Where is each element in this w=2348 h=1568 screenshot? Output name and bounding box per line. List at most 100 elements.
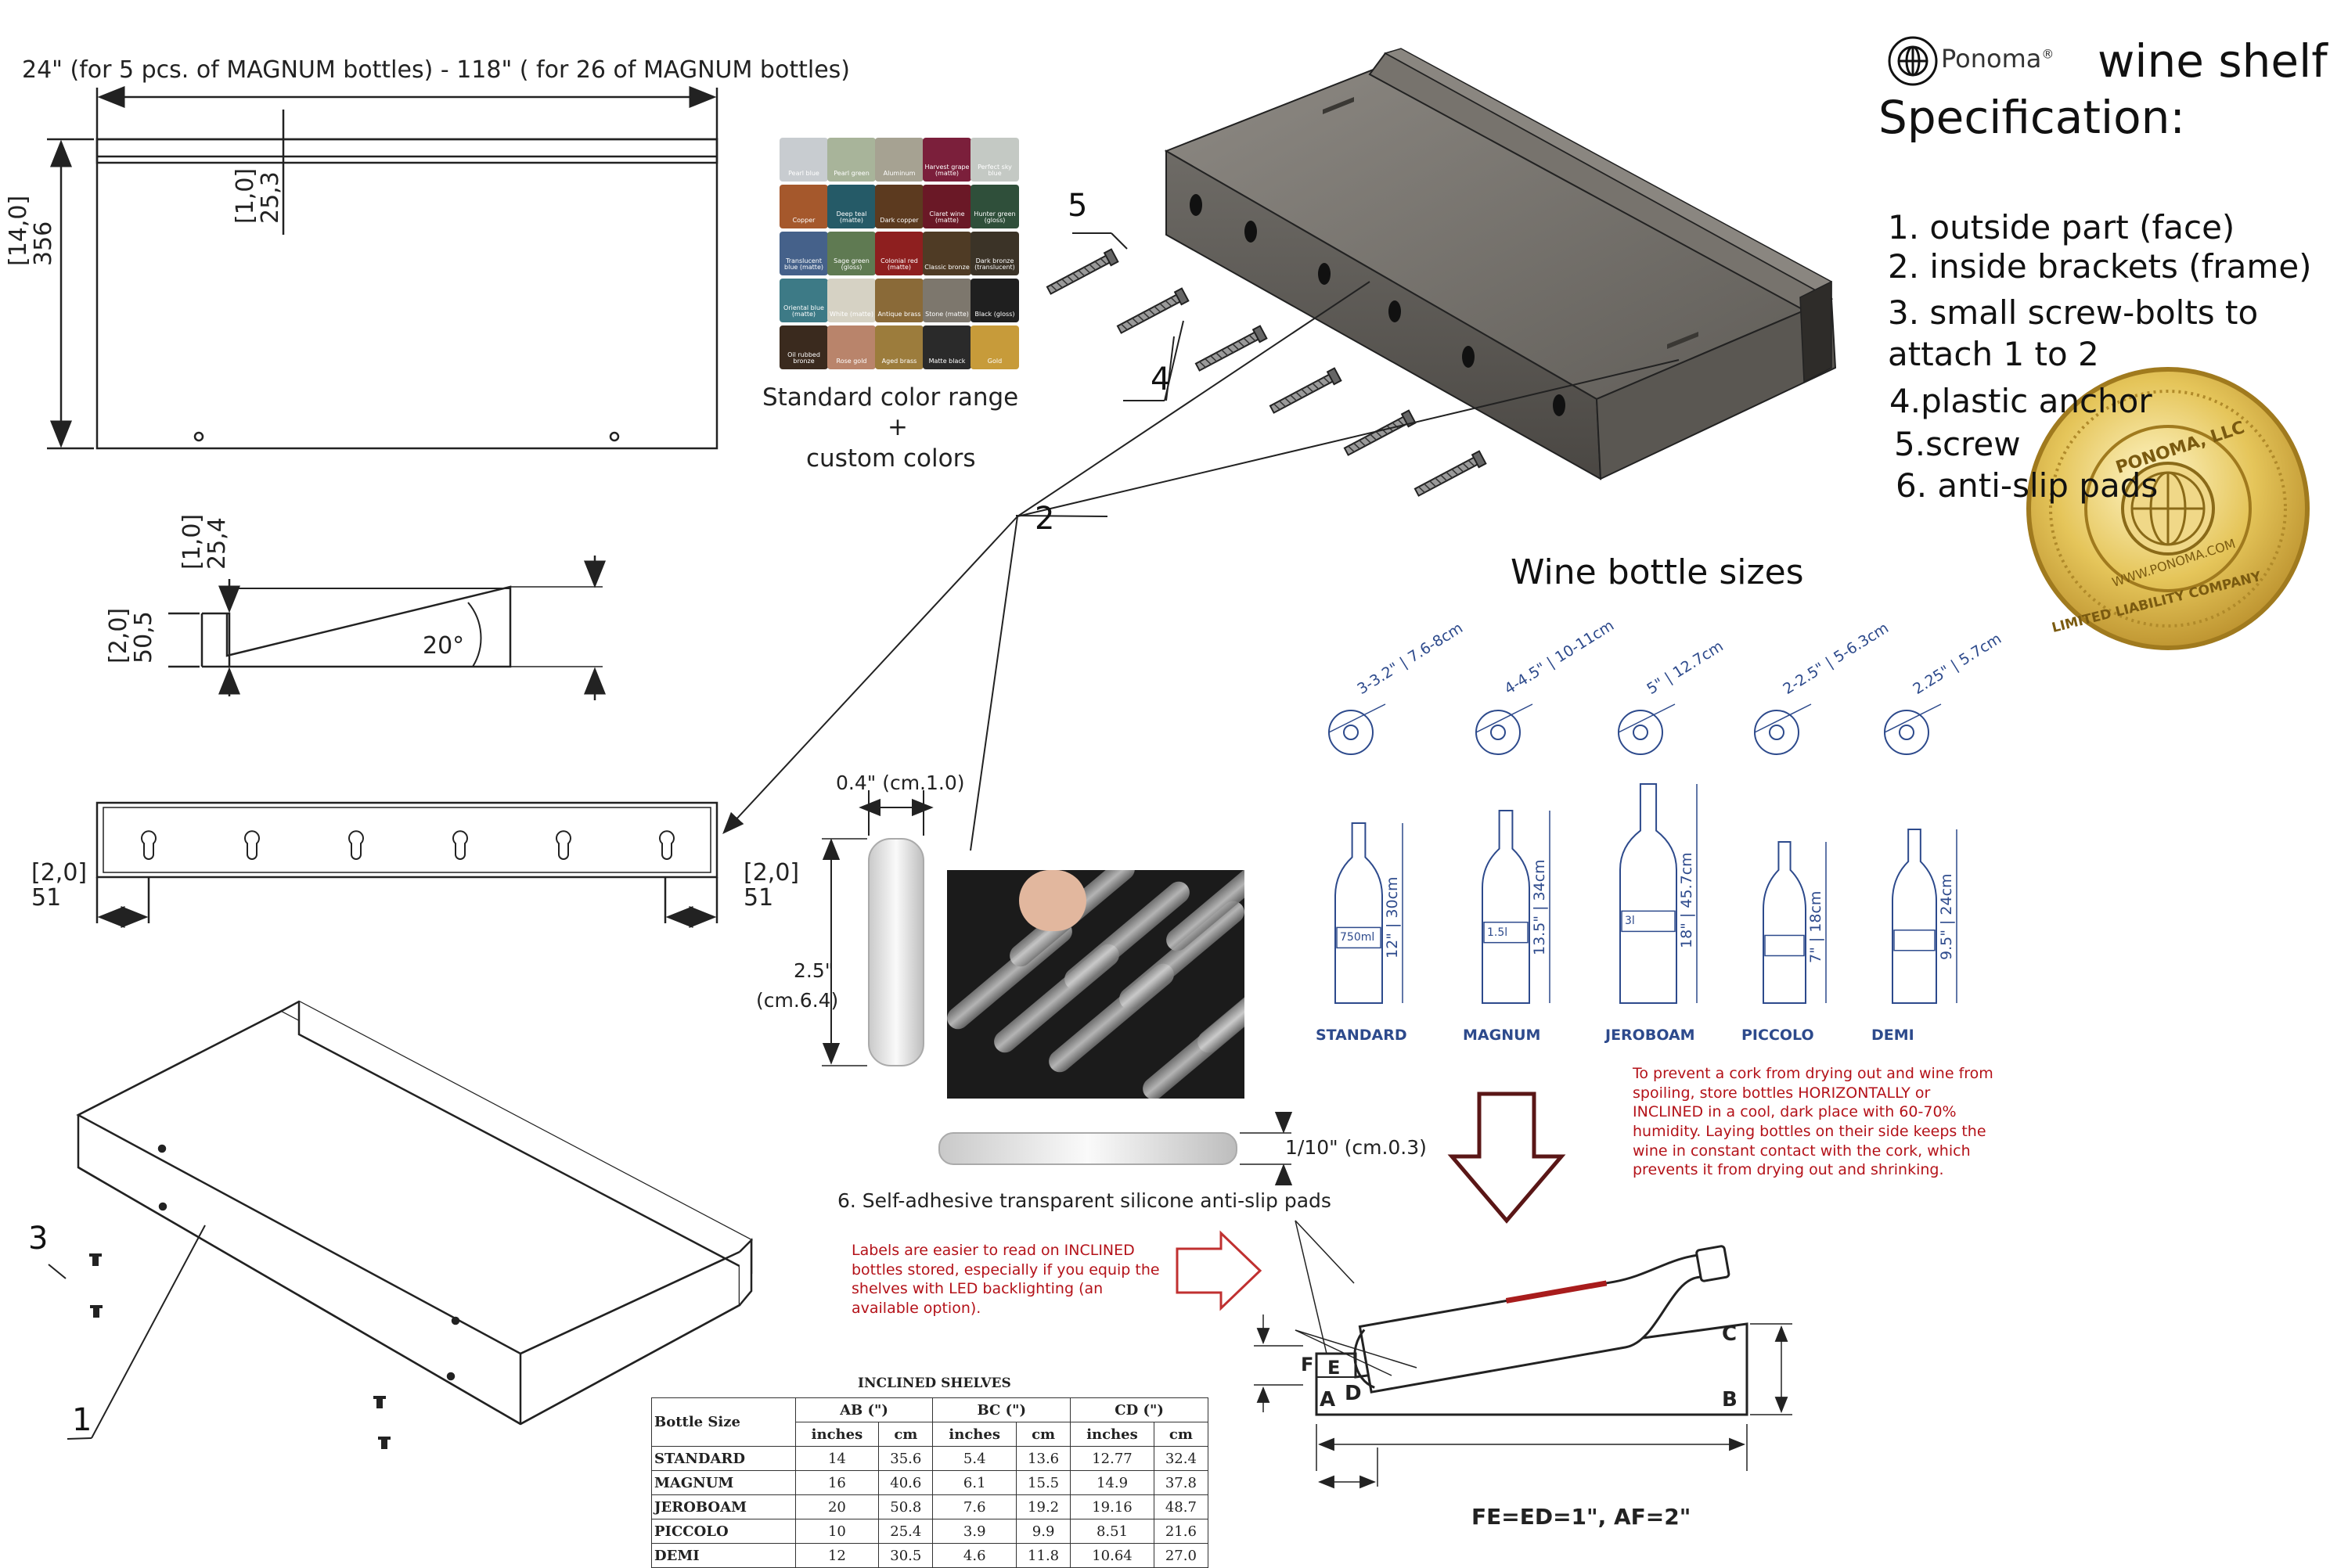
table-cell: 7.6 <box>932 1494 1017 1519</box>
sub-header: inches <box>794 1422 880 1447</box>
back-bracket-drawing <box>95 801 718 928</box>
spec-item-2: 2. inside brackets (frame) <box>1888 247 2312 286</box>
bottle-demi <box>1884 703 1957 1004</box>
color-swatch: Pearl blue <box>780 138 828 182</box>
table-cell: 10.64 <box>1070 1543 1154 1568</box>
keyhole-slot <box>452 830 468 860</box>
spec-heading: Specification: <box>1878 91 2185 144</box>
color-caption-2: + <box>888 413 908 441</box>
table-cell: 12 <box>794 1543 880 1568</box>
screws-and-anchors <box>1046 248 1487 497</box>
swatch-label: Classic bronze <box>924 264 970 271</box>
sub-header: cm <box>1153 1422 1209 1447</box>
shelf-keyhole <box>1553 394 1565 416</box>
labels-note: Labels are easier to read on INCLINED bo… <box>852 1242 1160 1318</box>
swatch-label: Rose gold <box>836 358 867 365</box>
shelf-keyhole <box>1190 194 1202 216</box>
bottle-name: JEROBOAM <box>1605 1027 1695 1044</box>
keyhole-slot <box>556 830 571 860</box>
table-cell: 14.9 <box>1070 1470 1154 1495</box>
spec-item-3: 3. small screw-bolts to <box>1888 293 2259 332</box>
inclined-shelves-table: Bottle Size AB (") BC (") CD (") inches … <box>651 1397 1209 1568</box>
keyhole-slot <box>348 830 364 860</box>
plastic-anchor <box>1194 325 1268 372</box>
color-swatch: Copper <box>780 185 828 228</box>
color-swatch: Pearl green <box>827 138 876 182</box>
swatch-label: Antique brass <box>877 311 921 318</box>
table-cell-bottle: STANDARD <box>651 1446 796 1471</box>
table-title: INCLINED SHELVES <box>858 1376 1011 1391</box>
bottle-name: STANDARD <box>1316 1027 1407 1044</box>
inclined-shelf-diagram <box>1254 1220 1792 1489</box>
shelf-keyhole <box>1244 221 1257 243</box>
swatch-label: Deep teal (matte) <box>836 210 867 224</box>
rendered-shelf <box>1164 48 1837 480</box>
right-arrow <box>1176 1230 1262 1311</box>
table-cell: 12.77 <box>1070 1446 1154 1471</box>
down-arrow <box>1447 1091 1566 1224</box>
color-caption-1: Standard color range <box>762 383 1019 412</box>
pad-detail-drawing <box>822 790 1293 1186</box>
swatch-label: Oil rubbed bronze <box>787 351 820 365</box>
bottle-jeroboam <box>1618 703 1698 1004</box>
bottle-volume: 750ml <box>1340 931 1375 944</box>
incline-formula: FE=ED=1", AF=2" <box>1471 1504 1691 1530</box>
company-seal <box>2026 367 2310 650</box>
ponoma-logo-icon <box>1888 36 1938 86</box>
shelf-keyhole <box>1318 263 1331 285</box>
bottle-piccolo <box>1754 703 1827 1004</box>
point-f: F <box>1301 1354 1314 1376</box>
table-cell: 4.6 <box>932 1543 1017 1568</box>
table-cell: 27.0 <box>1153 1543 1209 1568</box>
table-cell-bottle: PICCOLO <box>651 1519 796 1544</box>
swatch-label: Dark copper <box>880 217 919 224</box>
table-cell: 48.7 <box>1153 1494 1209 1519</box>
table-cell: 6.1 <box>932 1470 1017 1495</box>
swatch-label: Colonial red (matte) <box>880 257 918 271</box>
table-cell-bottle: JEROBOAM <box>651 1494 796 1519</box>
sub-header: inches <box>932 1422 1017 1447</box>
color-swatch: Deep teal (matte) <box>827 185 876 228</box>
table-cell: 50.8 <box>878 1494 934 1519</box>
table-cell: 10 <box>794 1519 880 1544</box>
color-swatch: Aged brass <box>875 325 924 369</box>
bottle-height: 13.5" | 34cm <box>1531 858 1548 955</box>
spec-item-5: 5.screw <box>1894 425 2021 463</box>
swatch-label: White (matte) <box>830 311 873 318</box>
col-bc: BC (") <box>932 1397 1071 1422</box>
keyhole-slot <box>659 830 675 860</box>
color-swatch: Matte black <box>923 325 971 369</box>
col-cd: CD (") <box>1070 1397 1208 1422</box>
bottle-magnum <box>1475 703 1550 1004</box>
bottle-name: DEMI <box>1871 1027 1914 1044</box>
spec-item-3b: attach 1 to 2 <box>1888 335 2099 373</box>
color-swatch: Gold <box>971 325 1019 369</box>
table-cell: 9.9 <box>1016 1519 1071 1544</box>
brand-logo-text: Ponoma® <box>1941 44 2054 74</box>
lip-dimension-label: [1,0] 25,3 <box>232 167 284 224</box>
color-swatch: Stone (matte) <box>923 279 971 322</box>
callout-4: 4 <box>1151 361 1171 397</box>
table-cell: 5.4 <box>932 1446 1017 1471</box>
swatch-label: Claret wine (matte) <box>929 210 965 224</box>
back-left-offset: [2,0] 51 <box>31 859 88 912</box>
front-view-drawing <box>47 86 718 450</box>
back-right-offset: [2,0] 51 <box>744 859 800 912</box>
point-c: C <box>1722 1322 1738 1346</box>
side-lip-label: [1,0] 25,4 <box>178 513 231 570</box>
col-bottle-size: Bottle Size <box>651 1397 796 1447</box>
plastic-anchor <box>1116 287 1190 334</box>
color-swatch: Dark copper <box>875 185 924 228</box>
color-swatch: Hunter green (gloss) <box>971 185 1019 228</box>
swatch-label: Pearl blue <box>788 170 819 177</box>
sub-header: cm <box>878 1422 934 1447</box>
plastic-anchor <box>1413 450 1487 497</box>
pad-length-label-2: (cm.6.4) <box>756 989 839 1012</box>
table-cell: 19.16 <box>1070 1494 1154 1519</box>
pad-photo <box>947 870 1244 1099</box>
keyhole-slot <box>244 830 260 860</box>
color-swatch: Black (gloss) <box>971 279 1019 322</box>
